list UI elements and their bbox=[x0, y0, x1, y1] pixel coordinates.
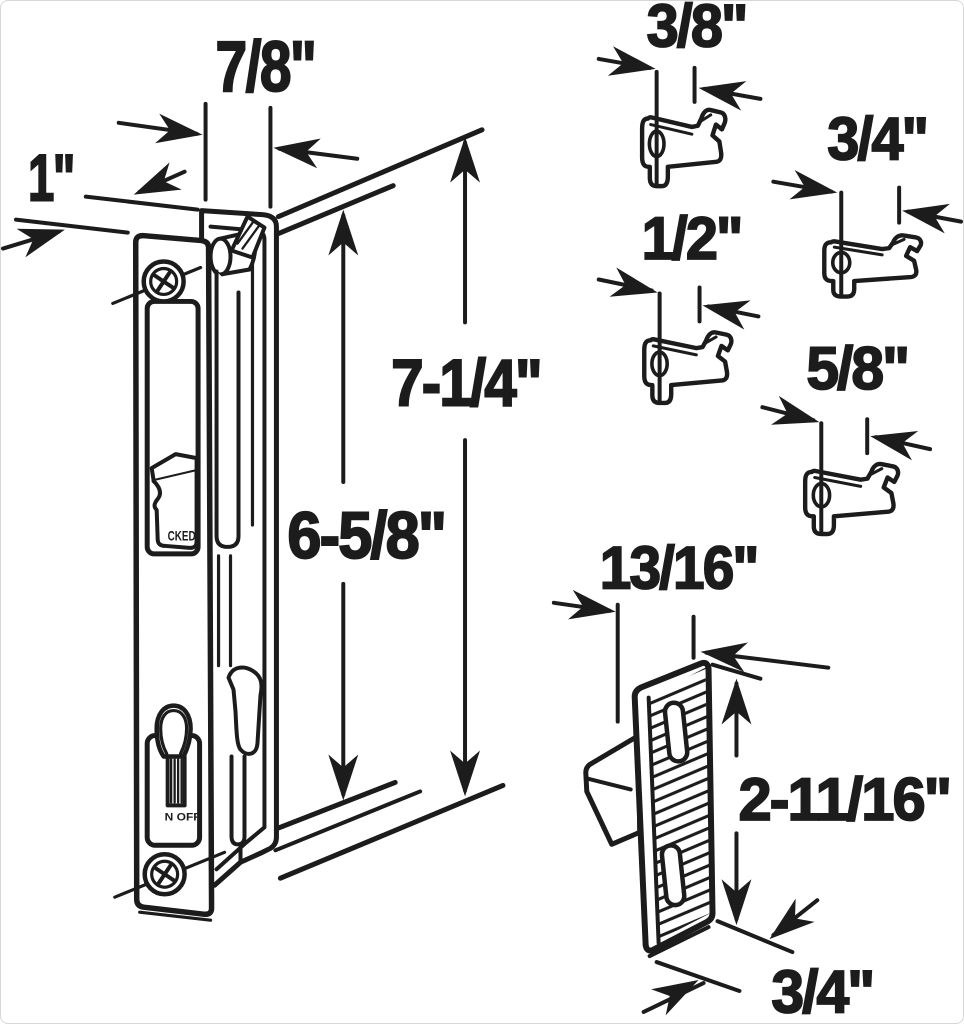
depth-ref-line-upper bbox=[83, 194, 200, 212]
dim-label-6-5-8: 6-5/8" bbox=[287, 498, 445, 572]
dim-label-7-1-4: 7-1/4" bbox=[391, 345, 541, 419]
dim-keeper-height: 2-11/16" bbox=[710, 662, 953, 955]
dim-lock-depth: 1" bbox=[1, 140, 187, 258]
keeper-wedge bbox=[583, 733, 643, 847]
dim-faceplate-height: 6-5/8" bbox=[286, 209, 448, 801]
bottom-screw-icon bbox=[142, 852, 187, 897]
slider-top-face bbox=[149, 452, 199, 484]
hook-5-8 bbox=[805, 464, 898, 534]
latch-arm bbox=[214, 269, 241, 549]
dim-label-3-4-keeper: 3/4" bbox=[771, 959, 873, 1023]
top-screw-icon bbox=[141, 259, 186, 304]
keeper-slot-bottom bbox=[659, 843, 687, 908]
toggle-lever-knob bbox=[154, 703, 193, 759]
lock-slider bbox=[151, 469, 199, 550]
dim-label-13-16: 13/16" bbox=[600, 534, 758, 601]
faceplate-bottom-edge-3d bbox=[138, 910, 213, 922]
flush-lock-body: CKED N OFF bbox=[13, 127, 506, 922]
slider-engraving: CKED bbox=[168, 528, 196, 543]
keeper bbox=[583, 659, 716, 959]
dim-overall-height: 7-1/4" bbox=[390, 136, 544, 797]
latch-hooks: 3/8" 3/4" 1/2" 5/8" bbox=[596, 1, 963, 534]
dim-keeper-width: 13/16" bbox=[551, 533, 831, 724]
depth-ref-line-lower bbox=[13, 217, 130, 235]
hook-1-2 bbox=[644, 332, 731, 403]
dim-lock-width: 7/8" bbox=[116, 26, 360, 209]
stile-bottom-inner-edge bbox=[264, 779, 398, 835]
dim-label-hook3: 1/2" bbox=[642, 205, 742, 272]
stile-bottom-mid-edge bbox=[273, 789, 423, 853]
dim-label-7-8: 7/8" bbox=[216, 27, 316, 107]
dim-label-hook4: 5/8" bbox=[806, 335, 908, 402]
dim-keeper-depth: 3/4" bbox=[641, 898, 876, 1023]
hook-3-4 bbox=[824, 235, 921, 296]
latch-hook-tip bbox=[229, 214, 267, 260]
stile-top-outer-edge bbox=[275, 127, 485, 220]
toggle-engraving: N OFF bbox=[165, 811, 201, 823]
keeper-bottom-edge-3d bbox=[647, 925, 711, 959]
toggle-lever-stem bbox=[165, 754, 187, 808]
lower-slide-bar bbox=[229, 754, 247, 847]
lower-pawl bbox=[226, 665, 264, 756]
dim-label-1: 1" bbox=[28, 141, 74, 215]
stile-top-inner-edge bbox=[275, 183, 396, 237]
dim-label-hook2: 3/4" bbox=[827, 105, 927, 172]
dim-label-2-11-16: 2-11/16" bbox=[738, 766, 950, 833]
keeper-slot-top bbox=[662, 700, 690, 764]
hook-3-8 bbox=[642, 110, 725, 186]
stile-bottom-outer-edge bbox=[277, 782, 506, 881]
latch-mechanism bbox=[208, 214, 267, 847]
dim-label-hook1: 3/8" bbox=[647, 1, 747, 60]
